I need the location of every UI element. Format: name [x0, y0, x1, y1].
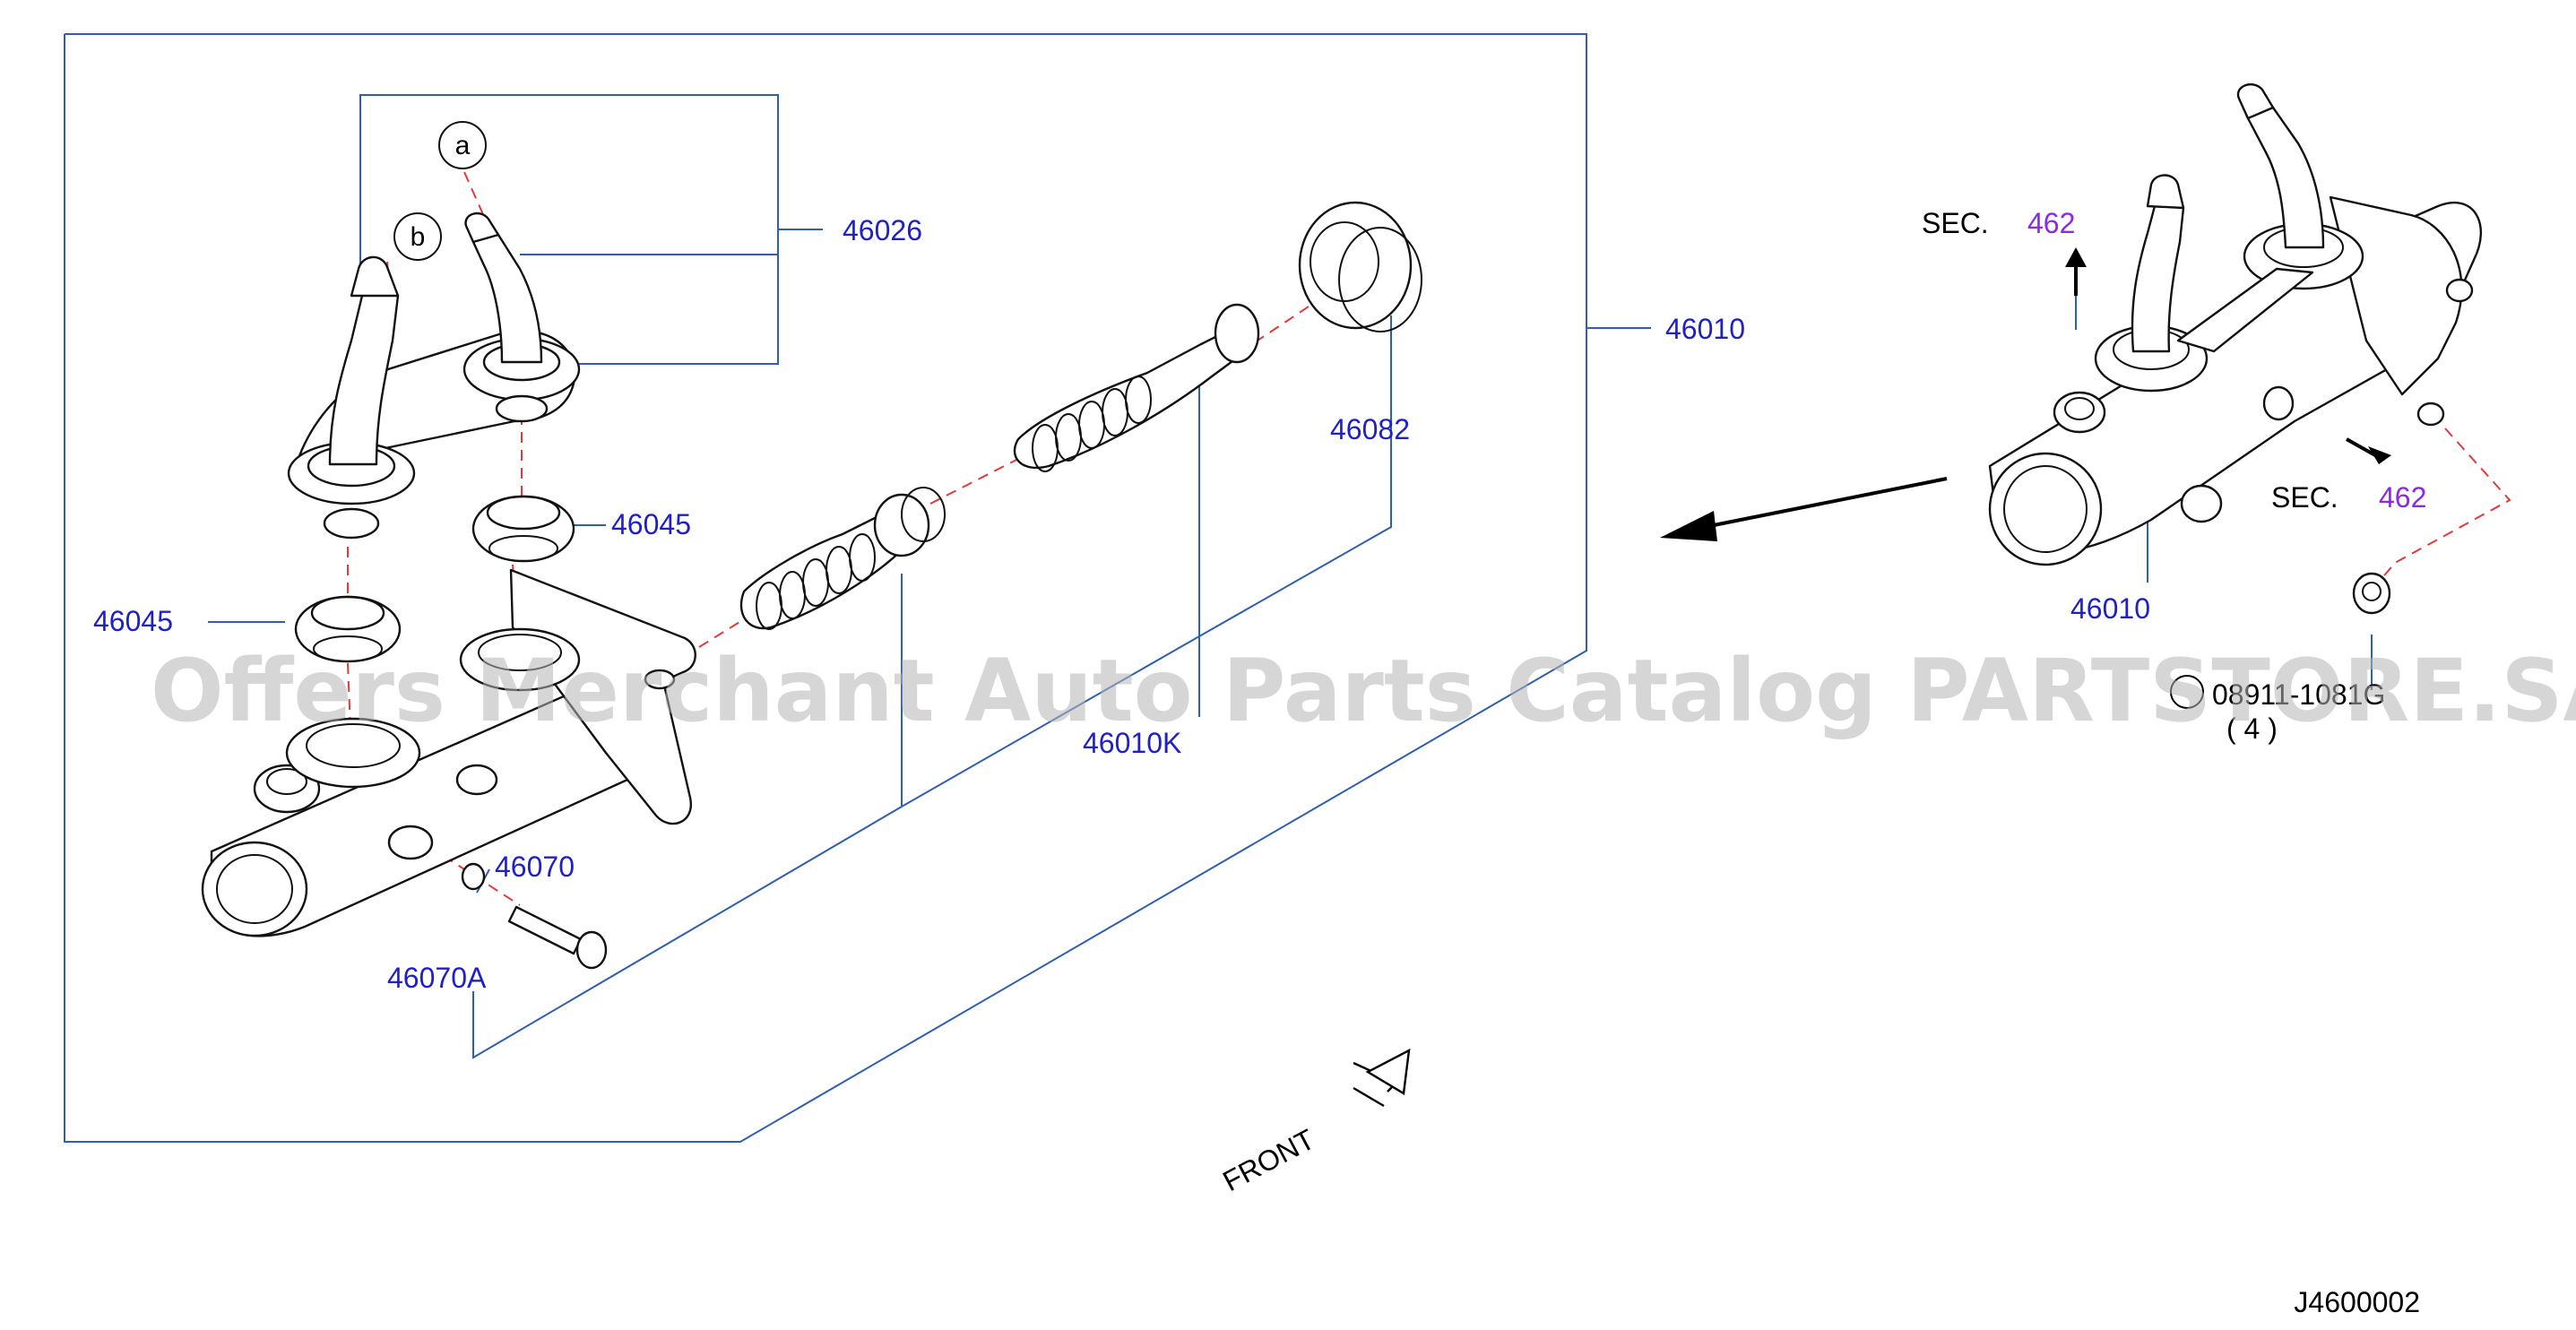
label-46010-top[interactable]: 46010: [1665, 313, 1745, 345]
label-46045-left[interactable]: 46045: [93, 605, 173, 637]
label-46045-right[interactable]: 46045: [611, 508, 691, 540]
assembly-frame: [64, 33, 1587, 1143]
o-ring-46070: [461, 862, 486, 891]
view-direction-arrow-icon: [1660, 477, 1948, 541]
leader-lines: [208, 94, 2373, 1059]
diagram-code: J4600002: [2294, 1286, 2420, 1318]
grommet-46045-left: [294, 595, 402, 663]
sec-ref-bottom[interactable]: SEC. 462: [2271, 481, 2426, 514]
sec-ref-top[interactable]: SEC. 462: [1922, 207, 2075, 239]
grommet-46045-right: [471, 495, 575, 563]
bolt-code[interactable]: 08911-1081G: [2212, 678, 2385, 711]
watermark: Offers Merchant Auto Parts Catalog PARTS…: [151, 641, 2576, 741]
svg-text:FRONT: FRONT: [1217, 1123, 1319, 1198]
installed-master-cylinder: [1988, 83, 2483, 566]
label-46010-right[interactable]: 46010: [2070, 592, 2150, 625]
label-46070[interactable]: 46070: [495, 851, 575, 883]
label-46026[interactable]: 46026: [843, 214, 922, 246]
stopper-pin-46070A: [507, 905, 608, 970]
reservoir-hose-assembly: [287, 212, 581, 540]
front-indicator: FRONT: [1217, 1048, 1411, 1198]
piston-cap-46082: [1298, 201, 1422, 332]
front-arrow-icon: [1353, 1048, 1411, 1108]
primary-piston-spring: [739, 487, 946, 630]
callout-b: b: [393, 212, 442, 261]
svg-text:462: 462: [2379, 481, 2426, 514]
bolt-08911: [2352, 572, 2391, 615]
svg-text:SEC.: SEC.: [2271, 481, 2338, 514]
label-46082[interactable]: 46082: [1330, 413, 1410, 445]
sec-arrow-up-icon: [2065, 247, 2087, 296]
master-cylinder-body: [201, 568, 696, 937]
callout-a: a: [438, 121, 487, 169]
label-46010K[interactable]: 46010K: [1083, 727, 1181, 759]
svg-text:SEC.: SEC.: [1922, 207, 1989, 239]
bolt-ref: 08911-1081G ( 4 ): [2170, 675, 2385, 745]
secondary-piston-spring: [1013, 303, 1260, 472]
svg-text:462: 462: [2027, 207, 2075, 239]
svg-text:b: b: [411, 222, 426, 252]
sec-arrow-down-right-icon: [2346, 437, 2391, 464]
bolt-qty: ( 4 ): [2226, 712, 2278, 745]
svg-text:a: a: [455, 131, 471, 160]
label-46070A[interactable]: 46070A: [387, 962, 487, 994]
